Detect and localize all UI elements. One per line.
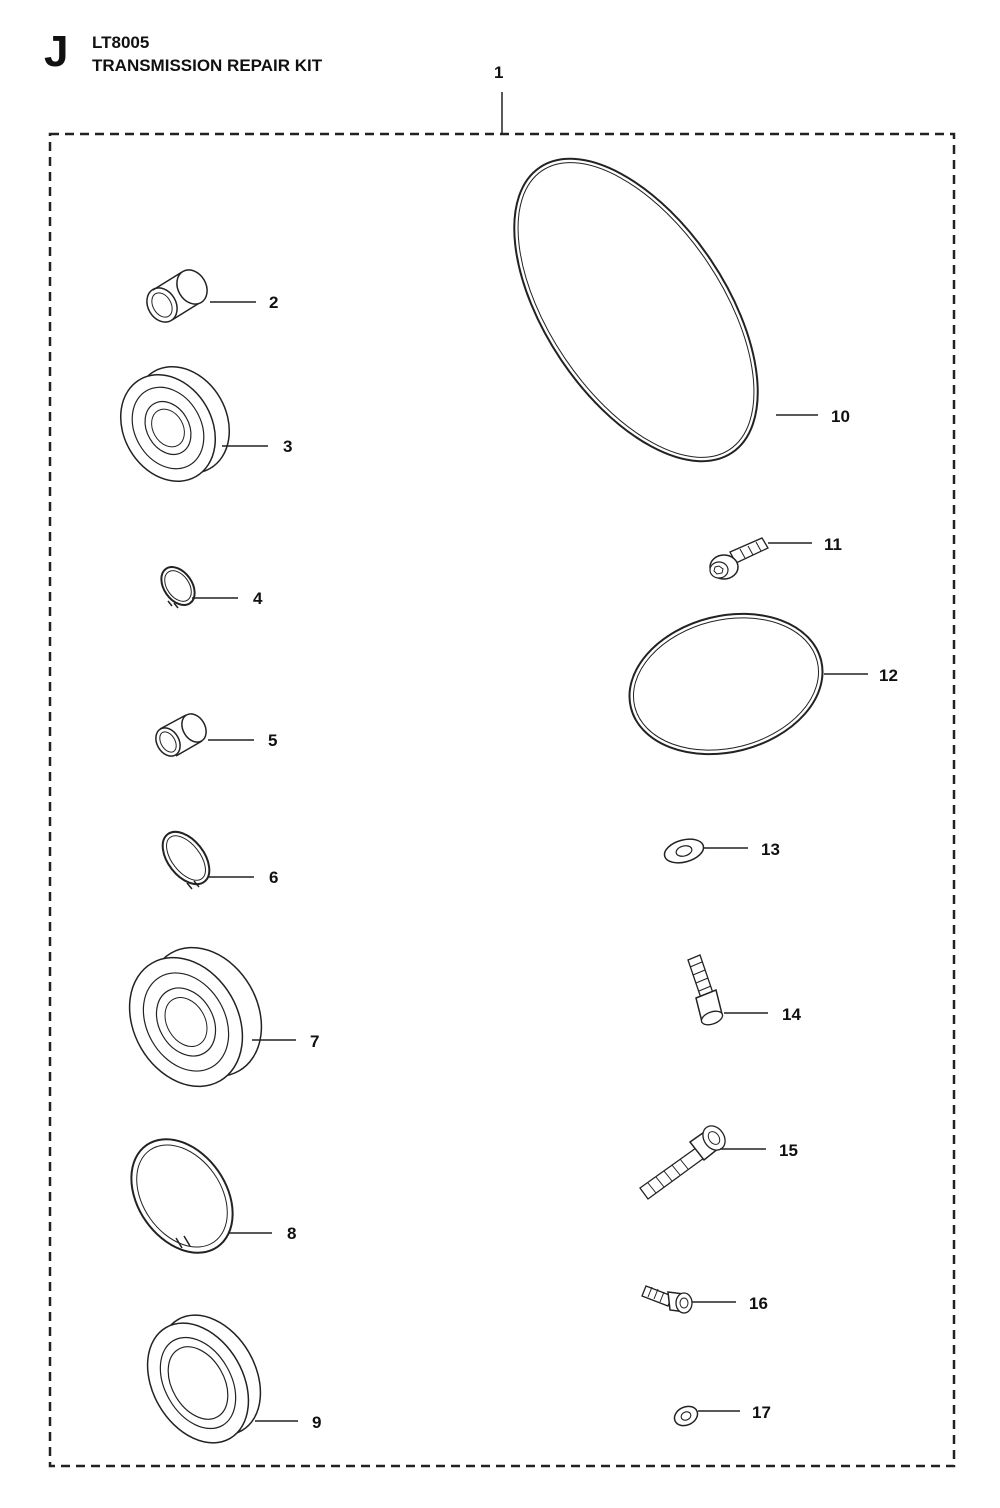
part-9-oil-seal xyxy=(146,1314,262,1444)
section-letter: J xyxy=(44,27,69,76)
callout-11: 11 xyxy=(768,535,842,554)
callout-15: 15 xyxy=(720,1141,798,1160)
svg-text:14: 14 xyxy=(782,1005,801,1024)
svg-text:2: 2 xyxy=(269,293,278,312)
part-2-bushing xyxy=(146,269,208,323)
part-15-cap-screw xyxy=(639,1125,726,1200)
callout-4: 4 xyxy=(192,589,263,608)
callout-5: 5 xyxy=(208,731,277,750)
part-8-snap-ring xyxy=(130,1138,234,1254)
part-5-bushing xyxy=(155,713,207,757)
part-13-washer xyxy=(663,838,705,864)
callout-8: 8 xyxy=(228,1224,296,1243)
svg-text:15: 15 xyxy=(779,1141,798,1160)
part-10-o-ring xyxy=(513,157,759,463)
part-6-retaining-ring xyxy=(161,830,211,890)
callout-2: 2 xyxy=(210,293,278,312)
callout-10: 10 xyxy=(776,407,850,426)
part-12-o-ring xyxy=(628,612,824,756)
callout-1: 1 xyxy=(494,63,503,134)
callout-9: 9 xyxy=(255,1413,321,1432)
callout-14: 14 xyxy=(724,1005,801,1024)
part-4-retaining-ring xyxy=(160,566,196,609)
svg-text:11: 11 xyxy=(824,535,842,554)
part-11-cap-screw xyxy=(709,537,769,580)
svg-text:4: 4 xyxy=(253,589,263,608)
kit-boundary xyxy=(48,132,956,1468)
svg-text:5: 5 xyxy=(268,731,277,750)
callout-12: 12 xyxy=(824,666,898,685)
kit-title: TRANSMISSION REPAIR KIT xyxy=(92,56,323,75)
svg-text:8: 8 xyxy=(287,1224,296,1243)
svg-text:17: 17 xyxy=(752,1403,771,1422)
callout-3: 3 xyxy=(222,437,292,456)
svg-text:16: 16 xyxy=(749,1294,768,1313)
callout-6: 6 xyxy=(208,868,278,887)
svg-text:3: 3 xyxy=(283,437,292,456)
callout-17: 17 xyxy=(698,1403,771,1422)
svg-text:10: 10 xyxy=(831,407,850,426)
svg-text:6: 6 xyxy=(269,868,278,887)
part-3-bearing xyxy=(119,365,231,483)
callout-7: 7 xyxy=(252,1032,319,1051)
callout-16: 16 xyxy=(692,1294,768,1313)
svg-text:13: 13 xyxy=(761,840,780,859)
callout-13: 13 xyxy=(704,840,780,859)
part-16-cap-screw xyxy=(641,1285,693,1314)
svg-text:1: 1 xyxy=(494,63,503,82)
svg-text:7: 7 xyxy=(310,1032,319,1051)
part-17-washer xyxy=(673,1405,699,1427)
svg-text:12: 12 xyxy=(879,666,898,685)
model-number: LT8005 xyxy=(92,33,150,52)
svg-text:9: 9 xyxy=(312,1413,321,1432)
part-14-cap-screw xyxy=(687,954,724,1026)
part-7-bearing xyxy=(128,946,263,1088)
